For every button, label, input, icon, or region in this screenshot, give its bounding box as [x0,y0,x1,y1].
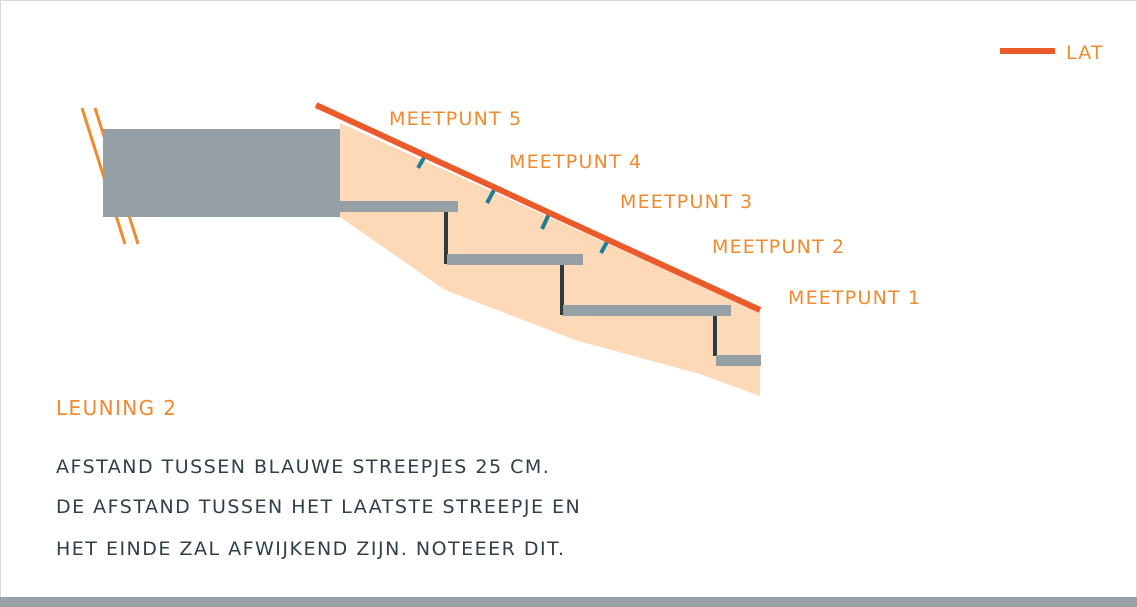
step-riser [713,316,717,356]
step-tread [447,254,583,265]
legend-lat-label: LAT [1066,42,1104,64]
measure-tick [540,213,551,230]
note-line-2: DE AFSTAND TUSSEN HET LAATSTE STREEPJE E… [56,496,582,518]
measure-point-label-3: MEETPUNT 3 [620,191,753,213]
lat-line [314,102,762,313]
step-tread [340,201,458,212]
step-tread [716,355,761,366]
diagram-title: LEUNING 2 [56,396,178,420]
landing-slab [103,129,340,217]
bottom-bar [0,597,1137,607]
measure-point-label-2: MEETPUNT 2 [712,236,845,258]
note-line-3: HET EINDE ZAL AFWIJKEND ZIJN. NOTEEER DI… [56,538,566,560]
step-riser [444,212,448,264]
step-tread [563,305,731,316]
measure-point-label-1: MEETPUNT 1 [788,287,921,309]
step-riser [560,265,564,315]
measure-tick [485,189,496,204]
measure-point-label-4: MEETPUNT 4 [509,151,642,173]
note-line-1: AFSTAND TUSSEN BLAUWE STREEPJES 25 CM. [56,456,551,478]
measure-point-label-5: MEETPUNT 5 [389,108,522,130]
